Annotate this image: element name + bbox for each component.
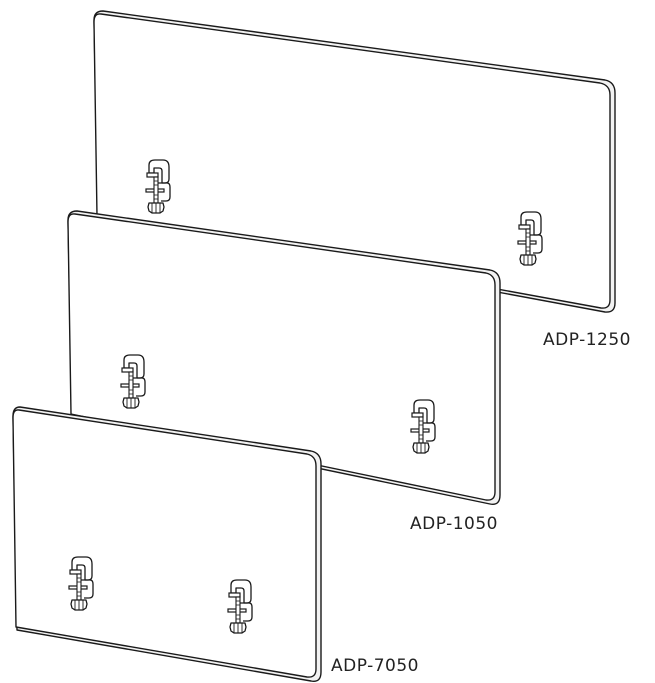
panel-face-1050 xyxy=(67,213,496,501)
model-label-adp-7050: ADP-7050 xyxy=(331,656,419,676)
model-label-adp-1050: ADP-1050 xyxy=(410,514,498,534)
panel-adp-7050 xyxy=(12,406,322,682)
model-label-adp-1250: ADP-1250 xyxy=(543,330,631,350)
